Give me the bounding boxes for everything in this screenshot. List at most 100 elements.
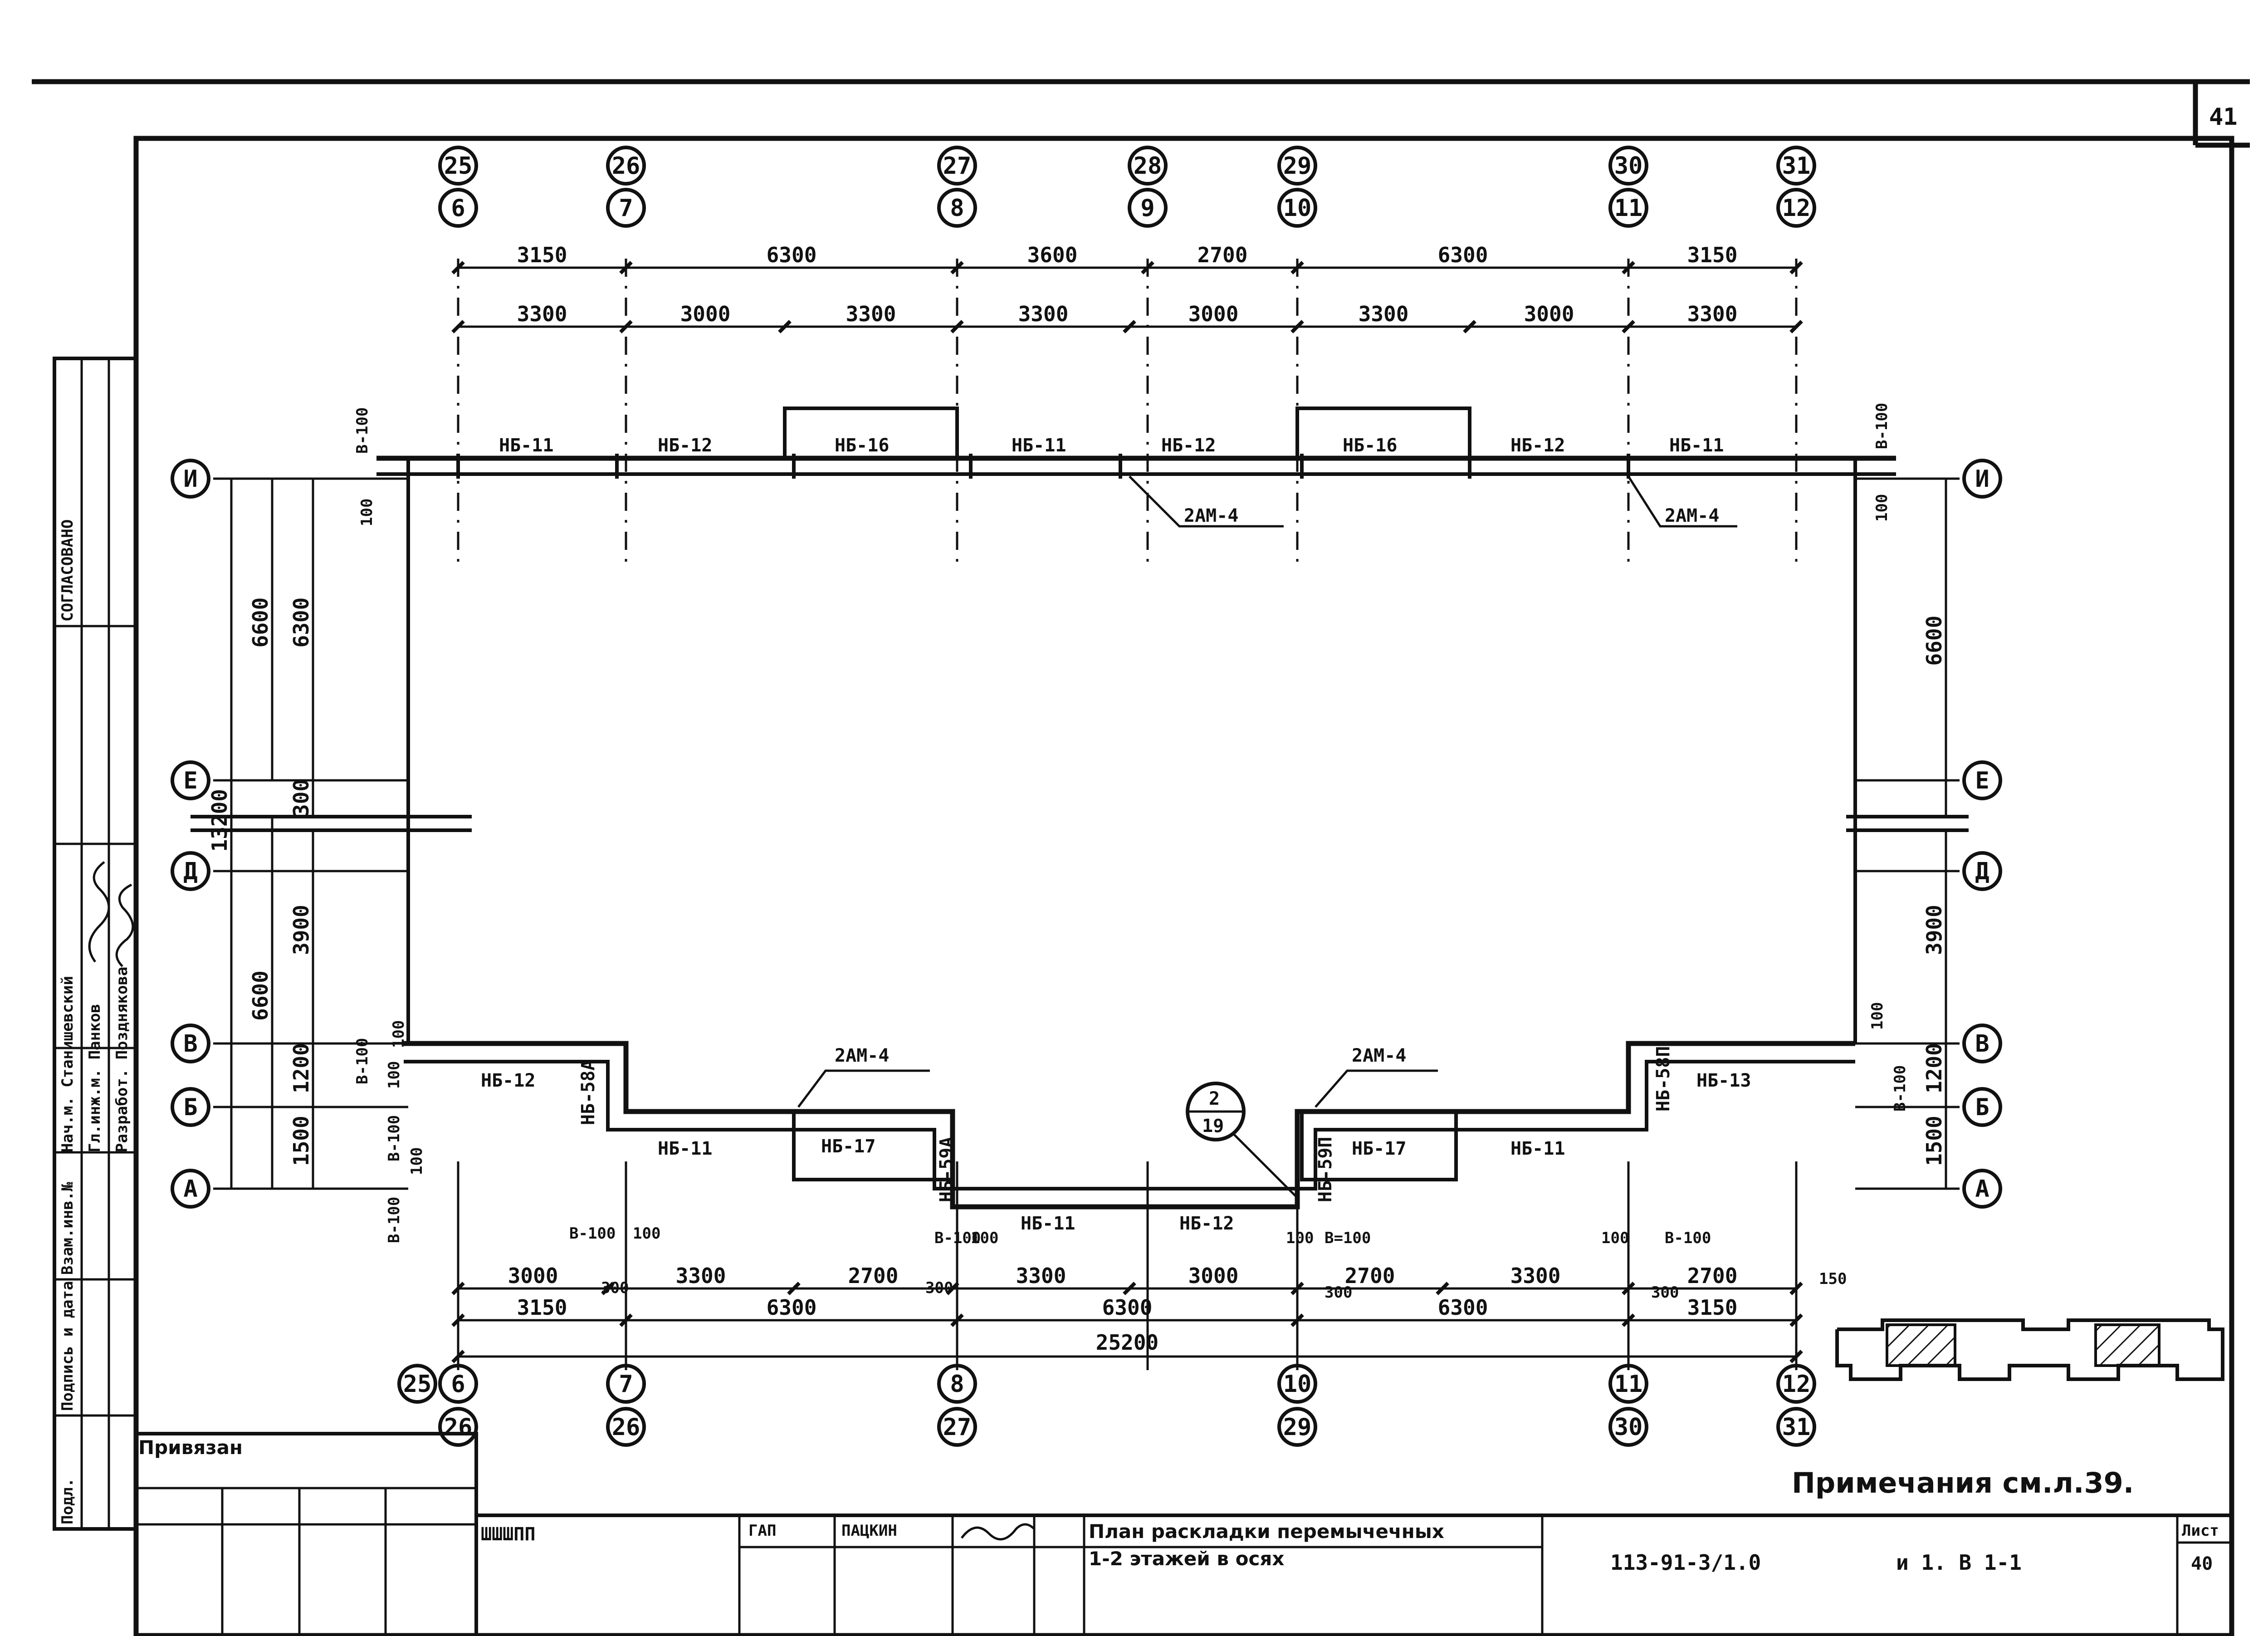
bottom-axis-upper-0-circle — [438, 1364, 478, 1404]
top-axis-upper-2: 27 — [943, 152, 972, 180]
row-axis-right-4: Б — [1975, 1094, 1989, 1121]
lintel-top-4: НБ-12 — [1161, 435, 1216, 456]
dim-top-2-label-2: 3300 — [846, 302, 896, 326]
dim-left-label-3: 13200 — [207, 789, 232, 852]
dim-bot-small-9: 100 — [1601, 1229, 1629, 1247]
stamp-inv: ШШШПП — [481, 1524, 535, 1545]
dim-right-label-1: 3900 — [1922, 905, 1946, 955]
bottom-axis-upper-1: 7 — [619, 1371, 633, 1398]
dim-bot-2-tick-2 — [950, 1313, 964, 1327]
side-stamp-vzam: Взам.инв.№ — [59, 1182, 77, 1275]
top-axis-upper-5-circle — [1608, 146, 1648, 186]
dim-bot-1-label-5: 2700 — [1345, 1264, 1395, 1288]
row-axis-right-5-circle — [1962, 1169, 2002, 1209]
note-text: Примечания см.л.39. — [1792, 1466, 2134, 1499]
dim-bot-small-10: В-100 — [1665, 1229, 1711, 1247]
dim-bot-small-7: В=100 — [1325, 1229, 1371, 1247]
side-stamp-podl: Подл. — [59, 1478, 77, 1524]
dim-top-2-tick-0 — [451, 320, 465, 333]
dim-top-1-label-4: 6300 — [1438, 243, 1488, 267]
top-axis-lower-0-circle — [438, 188, 478, 228]
dim-top-2-tick-2 — [778, 320, 792, 333]
dim-bot-2-label-0: 3150 — [517, 1295, 567, 1320]
top-axis-lower-5: 11 — [1614, 195, 1643, 222]
lintel-top-7: НБ-11 — [1669, 435, 1724, 456]
row-axis-right-3: В — [1975, 1030, 1989, 1058]
dim-top-1-label-1: 6300 — [767, 243, 817, 267]
dim-top-2-tick-7 — [1622, 320, 1635, 333]
dim-total-tick-0 — [451, 1350, 465, 1363]
bottom-axis-upper-0: 6 — [451, 1371, 465, 1398]
bottom-axis-lower-0-circle — [438, 1407, 478, 1447]
top-axis-lower-0: 6 — [451, 195, 465, 222]
side-stamp-agreed: СОГЛАСОВАНО — [59, 519, 77, 622]
lintel-top-5: НБ-16 — [1343, 435, 1397, 456]
lintel-bottom-11: НБ-13 — [1696, 1070, 1751, 1091]
dim-bot-1-tick-7 — [1622, 1282, 1635, 1295]
bottom-axis-upper-1-circle — [606, 1364, 646, 1404]
top-axis-upper-2-circle — [937, 146, 977, 186]
row-axis-left-0: И — [183, 465, 197, 493]
dim-bot-small-8: 300 — [1325, 1283, 1352, 1302]
dim-left-label-7: 1500 — [289, 1116, 313, 1166]
dim-bot-small-4: 100 — [971, 1229, 998, 1247]
row-axis-right-3-circle — [1962, 1024, 2002, 1063]
dim-top-1-tick-1 — [619, 261, 633, 274]
lintel-bottom-2: НБ-11 — [658, 1138, 712, 1159]
bottom-axis-upper-3-circle — [1277, 1364, 1317, 1404]
lintel-top-6: НБ-12 — [1510, 435, 1565, 456]
lintel-bottom-8: НБ-17 — [1352, 1138, 1406, 1159]
dim-top-1-tick-0 — [451, 261, 465, 274]
top-axis-lower-1-circle — [606, 188, 646, 228]
row-axis-left-5-circle — [171, 1169, 210, 1209]
callout-2am4-1: 2АМ-4 — [1184, 505, 1238, 526]
bottom-axis-upper-4-circle — [1608, 1364, 1648, 1404]
dim-top-1-tick-6 — [1789, 261, 1803, 274]
side-stamp-gl: Гл.инж.м. Панков — [86, 1004, 104, 1152]
top-axis-upper-5: 30 — [1614, 152, 1643, 180]
stamp-gap-name: ПАЦКИН — [841, 1522, 897, 1540]
top-axis-lower-6: 12 — [1782, 195, 1811, 222]
dim-top-2-label-4: 3000 — [1188, 302, 1239, 326]
dim-bot-2-tick-3 — [1290, 1313, 1304, 1327]
bottom-axis-upper-5: 12 — [1782, 1371, 1811, 1398]
signature-marks — [88, 861, 134, 967]
dim-bot-1-label-2: 2700 — [848, 1264, 899, 1288]
top-axis-lower-3: 9 — [1140, 195, 1154, 222]
dim-bot-1-tick-5 — [1290, 1282, 1304, 1295]
top-axis-lower-4: 10 — [1283, 195, 1312, 222]
row-axis-left-3-circle — [171, 1024, 210, 1063]
bottom-axis-lower-5-circle — [1776, 1407, 1816, 1447]
dim-left-small-1: 100 — [358, 499, 376, 526]
dim-bot-small-3: В-100 — [934, 1229, 981, 1247]
dim-left-label-6: 1200 — [289, 1043, 313, 1093]
top-axis-lower-5-circle — [1608, 188, 1648, 228]
dim-top-2-label-0: 3300 — [517, 302, 567, 326]
side-stamp-nach: Нач.м. Станишевский — [59, 976, 77, 1152]
dim-left-small-0: В-100 — [353, 407, 371, 454]
dim-bot-1-label-4: 3000 — [1188, 1264, 1239, 1288]
top-axis-lower-4-circle — [1277, 188, 1317, 228]
dim-bot-1-tick-3 — [946, 1282, 959, 1295]
dim-top-1-tick-2 — [950, 261, 964, 274]
top-axis-upper-4: 29 — [1283, 152, 1312, 180]
top-axis-lower-2-circle — [937, 188, 977, 228]
bottom-axis-extra-0: 25 — [403, 1371, 432, 1398]
row-axis-right-2-circle — [1962, 851, 2002, 891]
top-axis-upper-6: 31 — [1782, 152, 1811, 180]
dim-top-2-tick-5 — [1290, 320, 1304, 333]
top-axis-lower-1: 7 — [619, 195, 633, 222]
bottom-axis-lower-3-circle — [1277, 1407, 1317, 1447]
dim-left-small-4: 100 — [385, 1061, 403, 1089]
bottom-axis-lower-3: 29 — [1283, 1414, 1312, 1441]
dim-right-small-0: В-100 — [1873, 403, 1891, 449]
bottom-axis-upper-5-circle — [1776, 1364, 1816, 1404]
callout-2am4-4: 2АМ-4 — [1352, 1045, 1406, 1066]
lintel-top-0: НБ-11 — [499, 435, 553, 456]
